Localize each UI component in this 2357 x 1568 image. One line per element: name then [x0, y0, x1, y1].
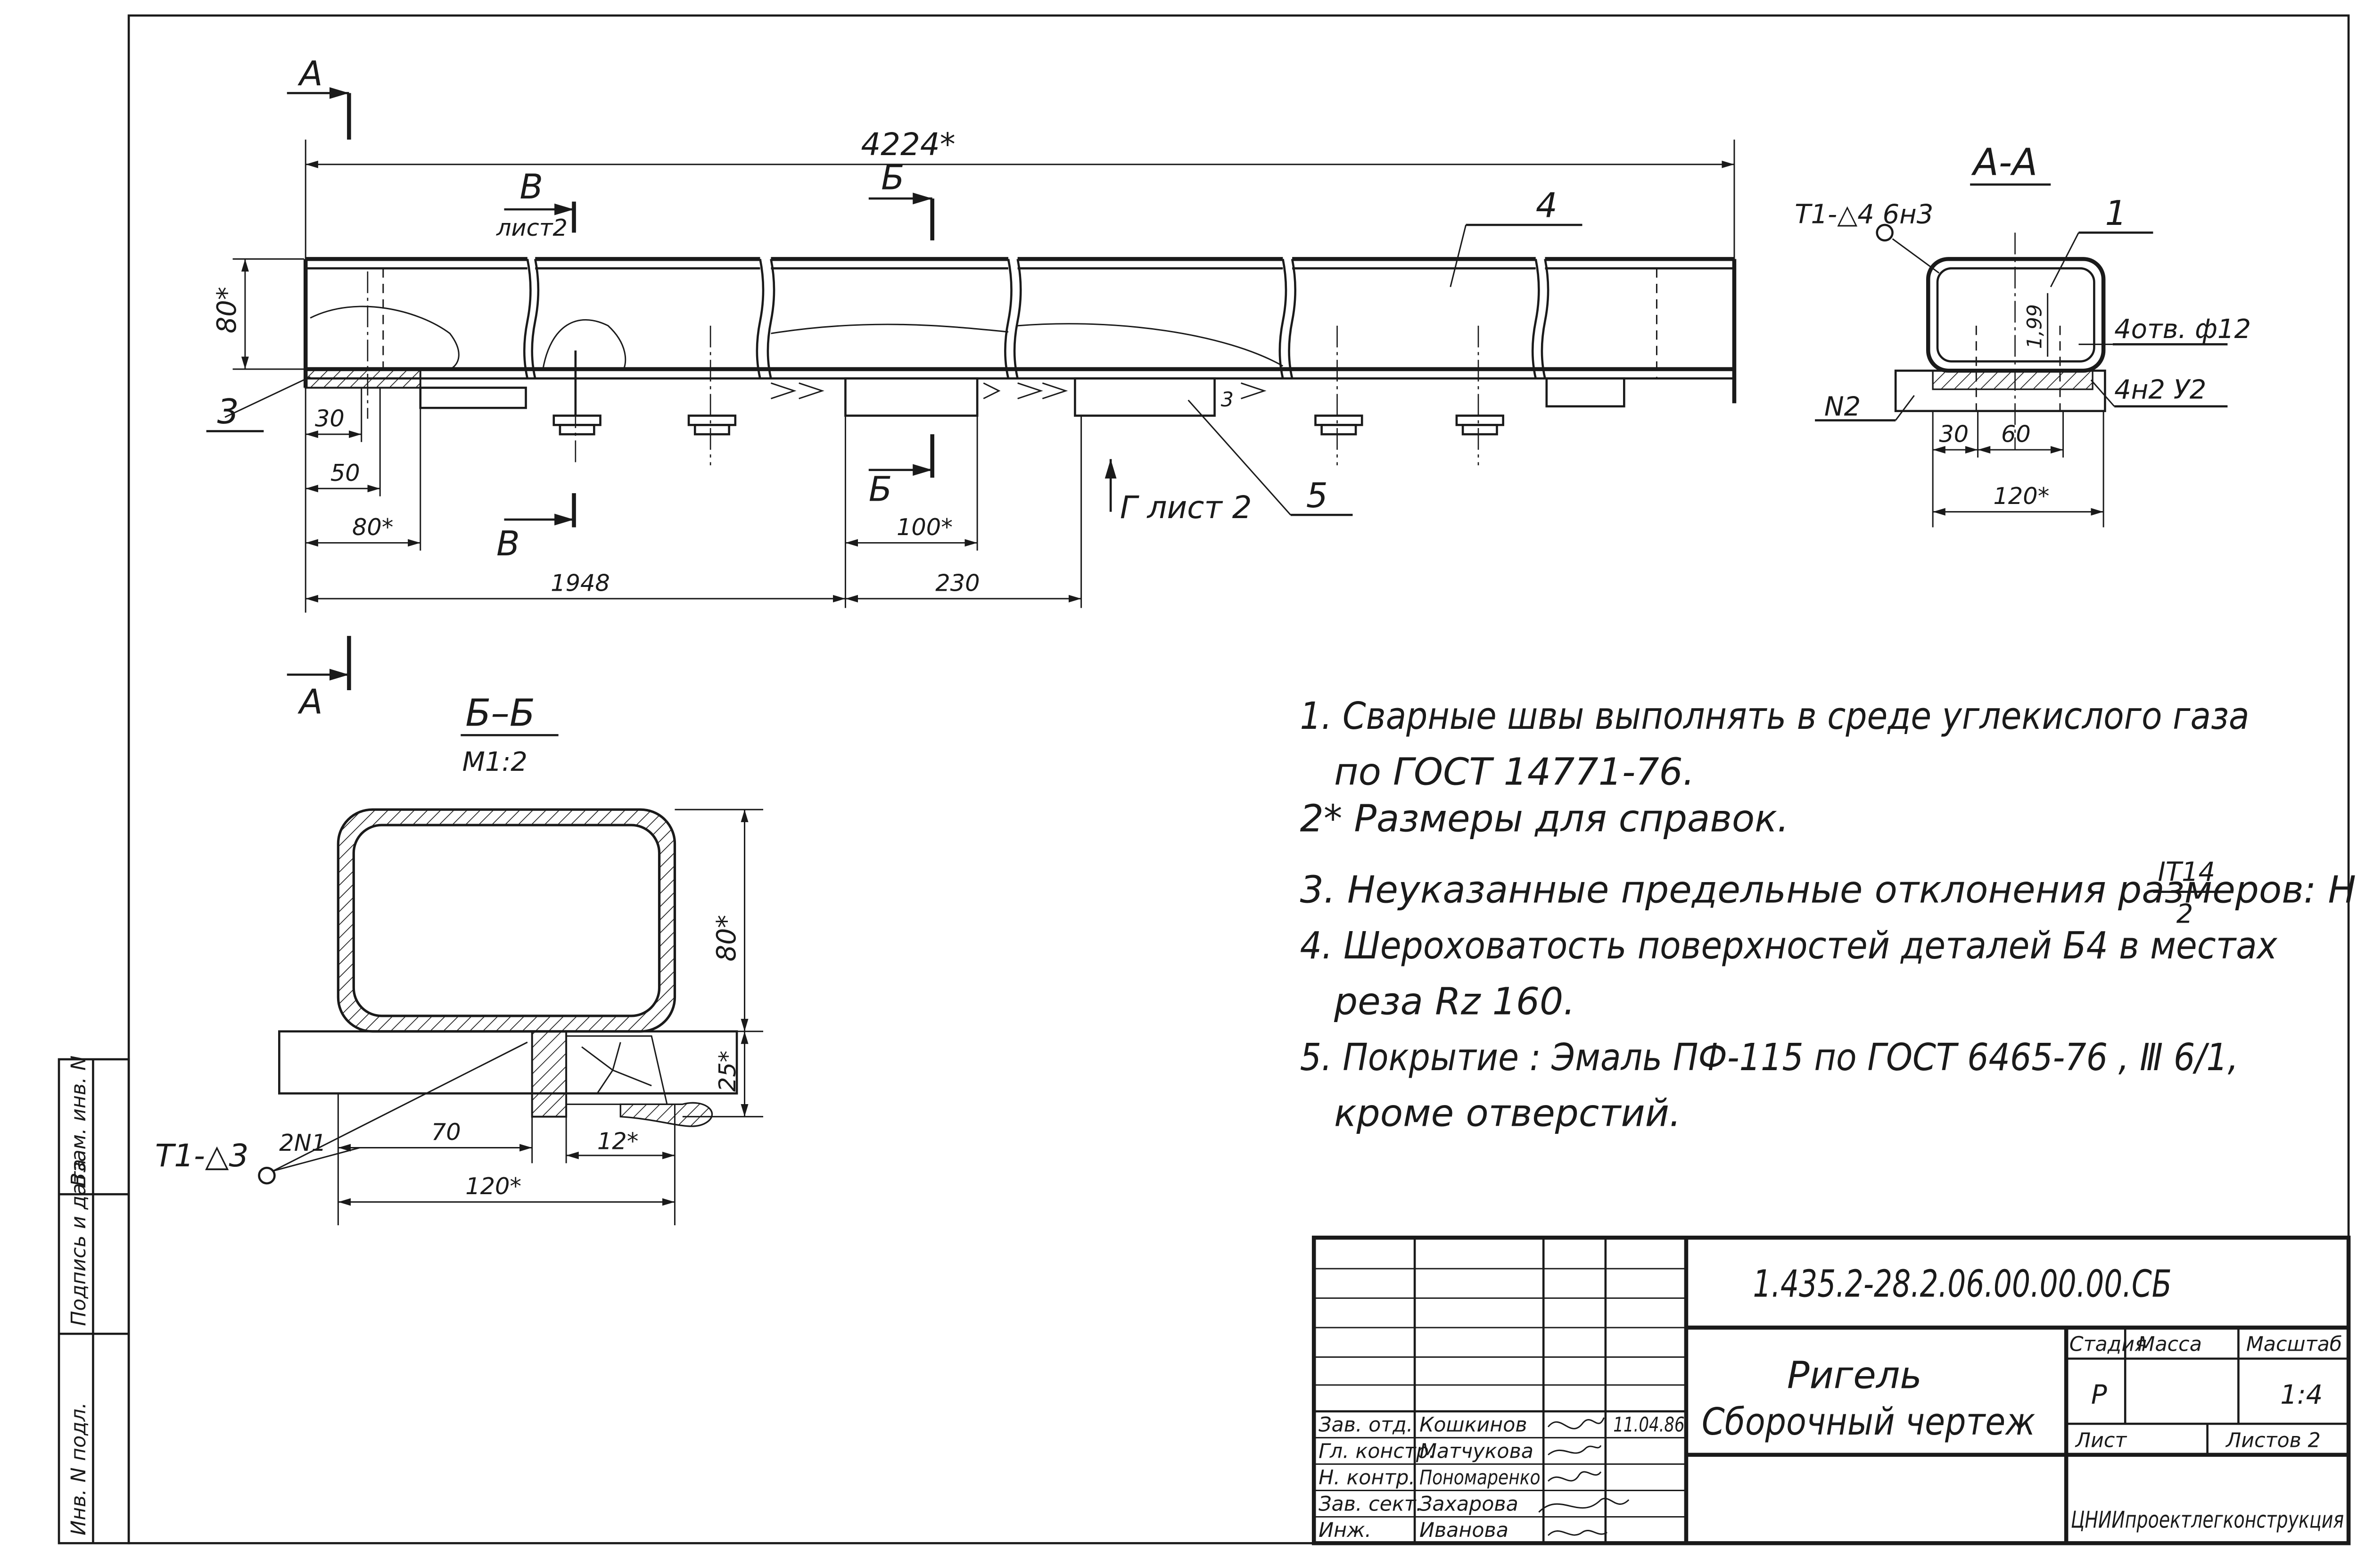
side-stamp: Инв. N подл. Подпись и дата Взам. инв. N: [58, 1056, 130, 1544]
label-v-top: В: [519, 167, 543, 207]
tb-role-1: Гл. констр.: [1319, 1439, 1435, 1463]
tb-doc-number: 1.435.2-28.2.06.00.00.00.СБ: [1753, 1262, 2171, 1305]
stamp-vzam: Взам. инв. N: [67, 1056, 91, 1187]
note-1b: по ГОСТ 14771-76.: [1334, 751, 1695, 794]
aa-weld-spec: Т1-△4 6н3: [1795, 199, 1933, 230]
note-3-denominator: 2: [2176, 899, 2193, 929]
note-1a: 1. Сварные швы выполнять в среде углекис…: [1300, 694, 2250, 738]
note-4b: реза Rz 160.: [1334, 980, 1575, 1023]
tb-head-mass: Масса: [2138, 1332, 2202, 1356]
tb-name-3: Захарова: [1419, 1492, 1518, 1516]
bb-dim-height: 80*: [711, 915, 742, 962]
tube-profile: [303, 257, 1737, 465]
tb-scale: 1:4: [2280, 1379, 2323, 1410]
item-4-label: 4: [1536, 186, 1558, 226]
dim-30: 30: [315, 405, 345, 432]
weld-chevrons: [770, 382, 1267, 399]
dim-230: 230: [935, 569, 980, 596]
tb-date: 11.04.86: [1613, 1413, 1684, 1437]
tb-stage: Р: [2091, 1379, 2107, 1410]
technical-notes: 1. Сварные швы выполнять в среде углекис…: [1300, 694, 2357, 1135]
note-3-numerator: IT14: [2158, 857, 2215, 888]
tb-name-line2: Сборочный чертеж: [1702, 1400, 2035, 1444]
tb-name-0: Кошкинов: [1419, 1413, 1527, 1437]
stamp-podpis: Подпись и дата: [67, 1159, 91, 1326]
dim-1948: 1948: [551, 569, 610, 596]
tb-org: ЦНИИпроектлегконструкция: [2071, 1506, 2344, 1533]
tb-role-4: Инж.: [1319, 1518, 1371, 1542]
bb-dim-25: 25*: [714, 1051, 741, 1092]
bb-weld-mark: 2N1: [279, 1129, 326, 1156]
aa-dim-60: 60: [2001, 421, 2031, 448]
dim-overall-length: 4224*: [861, 126, 955, 163]
label-g-sheet: Г лист 2: [1120, 489, 1252, 526]
tb-name-line1: Ригель: [1787, 1353, 1922, 1397]
label-b-bottom: Б: [869, 470, 892, 510]
label-v-sheet: лист2: [496, 214, 568, 241]
tb-name-4: Иванова: [1419, 1518, 1508, 1542]
tb-role-3: Зав. сект.: [1319, 1492, 1422, 1516]
label-a-bottom: А: [297, 682, 323, 722]
bolt-4: [1455, 414, 1504, 436]
aa-item-1: 1: [2105, 194, 2126, 233]
title-block: Зав. отд. Кошкинов Гл. констр. Матчукова…: [1311, 1235, 2351, 1545]
weld-mark-3: 3: [1221, 388, 1234, 412]
bolt-1: [552, 350, 602, 436]
section-bb: Б–Б М1:2 80* 25* 70 12* 120* Т1-△3 2N1: [155, 692, 764, 1225]
tb-head-scale: Масштаб: [2246, 1332, 2342, 1356]
tb-role-0: Зав. отд.: [1319, 1413, 1413, 1437]
item-5-label: 5: [1306, 476, 1328, 516]
dim-100: 100*: [897, 513, 953, 541]
item-3-label: 3: [217, 392, 239, 432]
aa-weld-bottom: 4н2 У2: [2114, 374, 2206, 405]
section-aa: А-А Т1-△4 6н3 1 1,99 4отв. ф12 4н2 У2 N2: [1795, 141, 2251, 528]
bb-dim-12: 12*: [597, 1128, 638, 1155]
bolt-group: [552, 350, 1504, 436]
section-aa-title: А-А: [1971, 141, 2038, 184]
note-5a: 5. Покрытие : Эмаль ПФ-115 по ГОСТ 6465-…: [1300, 1036, 2239, 1079]
tb-name-2: Пономаренко: [1419, 1466, 1541, 1489]
aa-n2: N2: [1824, 392, 1861, 422]
note-5b: кроме отверстий.: [1334, 1091, 1681, 1135]
dim-height: 80*: [212, 287, 242, 333]
aa-holes: 4отв. ф12: [2114, 314, 2251, 345]
bolt-3: [1314, 414, 1363, 436]
bb-weld-spec: Т1-△3: [155, 1138, 248, 1174]
note-2: 2* Размеры для справок.: [1300, 797, 1789, 840]
dim-80: 80*: [352, 513, 393, 541]
flat-bar: 3: [305, 368, 1625, 417]
tb-name-1: Матчукова: [1419, 1439, 1533, 1463]
bb-dim-120: 120*: [465, 1172, 521, 1200]
sheet-frame: [127, 14, 2350, 1544]
tb-head-stage: Стадия: [2069, 1332, 2147, 1356]
tb-sheet: Лист: [2075, 1428, 2127, 1452]
dim-50: 50: [330, 459, 360, 487]
tb-sheets: Листов 2: [2225, 1428, 2321, 1452]
stamp-inv-podl: Инв. N подл.: [67, 1402, 91, 1535]
note-3: 3. Неуказанные предельные отклонения раз…: [1300, 868, 2357, 912]
section-bb-scale: М1:2: [462, 747, 527, 777]
label-v-bottom: В: [496, 524, 520, 564]
aa-dim-120: 120*: [1994, 482, 2050, 510]
label-b-top: Б: [881, 158, 905, 198]
signature-marks: [1538, 1417, 1630, 1536]
bolt-2: [687, 414, 737, 436]
aa-dim-inner: 1,99: [2023, 304, 2047, 349]
bb-dim-70: 70: [431, 1118, 461, 1146]
section-bb-title: Б–Б: [465, 692, 535, 735]
main-view: А А 4224* 80*: [206, 54, 1737, 722]
label-a-top: А: [297, 54, 323, 94]
aa-dim-30: 30: [1939, 421, 1969, 448]
note-4a: 4. Шероховатость поверхностей деталей Б4…: [1300, 924, 2278, 967]
tb-role-2: Н. контр.: [1319, 1466, 1415, 1489]
